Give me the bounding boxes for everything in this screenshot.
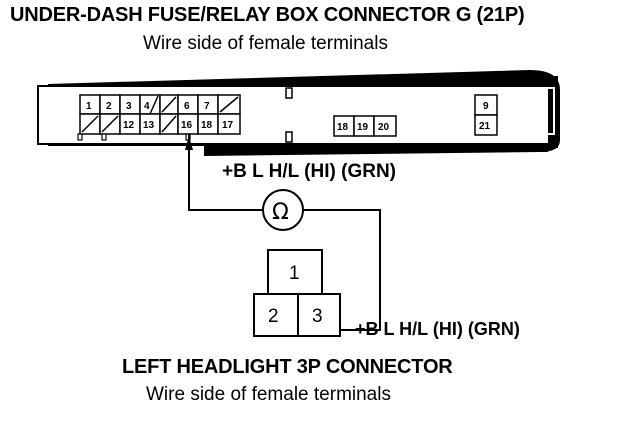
fuse-box-cell-labels: 1 2 3 4 6 7 12 13 16 18 17 18 19 20 9 21	[86, 101, 491, 133]
cell-label: 2	[106, 101, 112, 112]
headlight-title: LEFT HEADLIGHT 3P CONNECTOR	[122, 356, 453, 378]
cell-label: 1	[86, 101, 92, 112]
ohm-symbol: Ω	[272, 200, 289, 225]
cell-label: 3	[126, 101, 132, 112]
cell-label: 3	[312, 306, 323, 327]
cell-label: 19	[357, 122, 369, 133]
headlight-cell-labels: 1 2 3	[268, 263, 323, 327]
cell-label: 2	[268, 306, 279, 327]
headlight-wire-label: +B L H/L (HI) (GRN)	[355, 319, 520, 339]
cell-label: 6	[184, 101, 190, 112]
cell-label: 1	[289, 263, 300, 284]
cell-label: 16	[181, 120, 193, 131]
fuse-box-title: UNDER-DASH FUSE/RELAY BOX CONNECTOR G (2…	[10, 4, 525, 26]
cell-label: 12	[123, 120, 135, 131]
cell-label: 17	[222, 120, 234, 131]
cell-label: 4	[144, 101, 150, 112]
ohmmeter-icon: Ω	[262, 189, 304, 231]
probe-arrow-icon	[185, 136, 193, 150]
fuse-box-wire-label: +B L H/L (HI) (GRN)	[222, 161, 396, 182]
cell-label: 20	[378, 122, 390, 133]
cell-label: 18	[337, 122, 349, 133]
fuse-box-subtitle: Wire side of female terminals	[143, 33, 388, 54]
cell-label: 21	[479, 121, 491, 132]
fuse-box-cells	[79, 94, 498, 137]
headlight-connector	[253, 249, 341, 337]
cell-label: 13	[143, 120, 155, 131]
cell-label: 9	[483, 101, 489, 112]
test-leads	[188, 134, 381, 331]
cell-label: 7	[204, 101, 210, 112]
headlight-subtitle: Wire side of female terminals	[146, 384, 391, 405]
cell-label: 18	[201, 120, 213, 131]
